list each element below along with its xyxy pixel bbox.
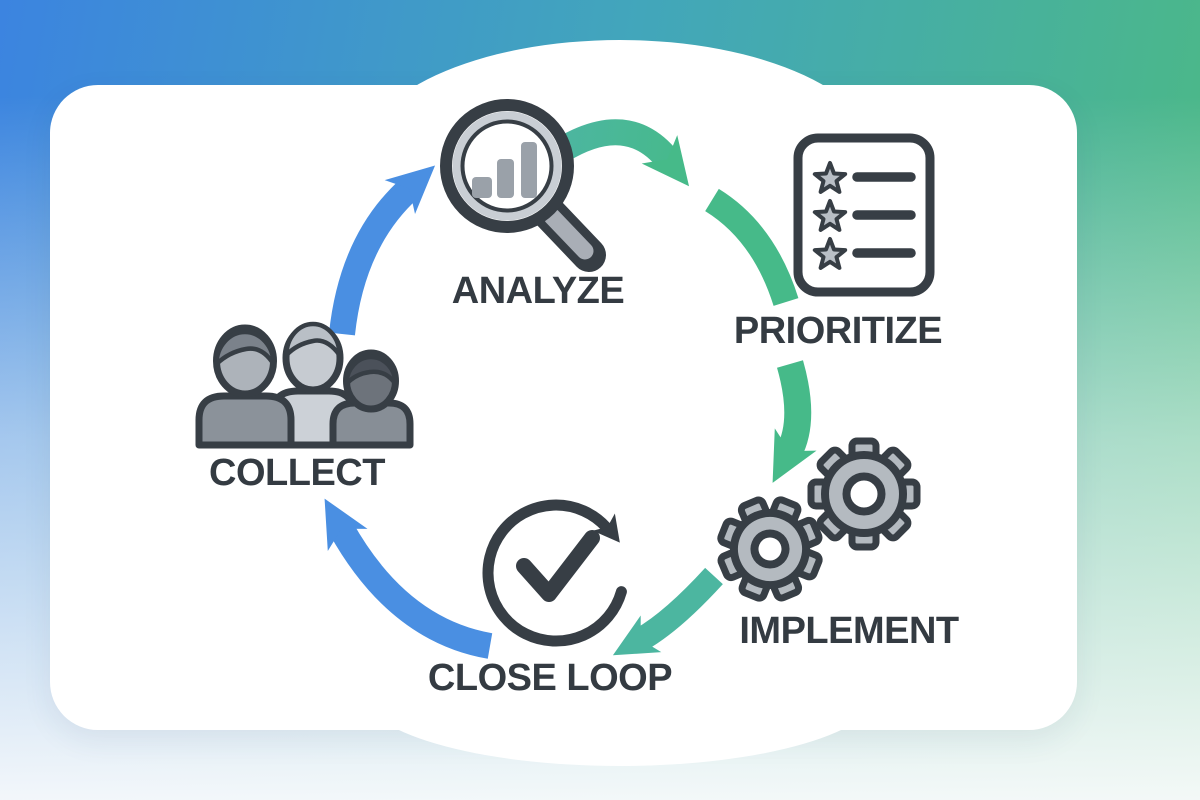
- step-label-prioritize: PRIORITIZE: [733, 310, 943, 352]
- people-group-icon: [195, 321, 414, 449]
- arrow-prioritize-to-implement: [772, 360, 817, 483]
- gear-large: [807, 437, 921, 551]
- checklist-lines: [852, 172, 916, 258]
- magnifier-chart-icon: [440, 99, 606, 272]
- checkmark: [516, 530, 600, 602]
- arrow-collect-to-analyze: [329, 165, 436, 336]
- gear-small: [717, 496, 823, 602]
- step-label-close-loop: CLOSE LOOP: [427, 657, 673, 699]
- arc-segment-prioritize: [704, 188, 799, 307]
- bar-chart-bars: [472, 142, 537, 198]
- arrow-analyze-to-prioritize: [555, 119, 690, 187]
- arrow-implement-to-closeloop: [612, 567, 723, 656]
- gears-icon: [717, 437, 921, 602]
- circular-check-icon: [482, 499, 627, 647]
- loop-arrowhead: [592, 513, 620, 543]
- step-label-implement: IMPLEMENT: [739, 610, 959, 652]
- step-label-collect: COLLECT: [209, 452, 385, 494]
- cycle-arrows: [324, 119, 817, 659]
- star-checklist-icon: [793, 133, 935, 297]
- arrow-closeloop-to-collect: [324, 498, 493, 659]
- step-label-analyze: ANALYZE: [451, 270, 625, 312]
- checklist-stars: [812, 161, 848, 270]
